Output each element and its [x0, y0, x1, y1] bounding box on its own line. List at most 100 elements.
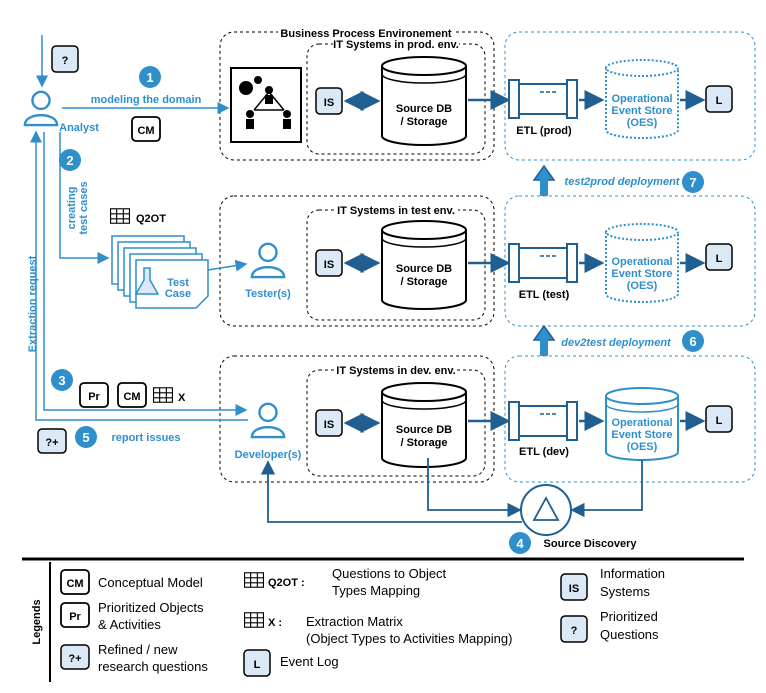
- step2-badge: [59, 149, 81, 171]
- is-node-test-label: IS: [324, 259, 334, 271]
- it-dev-box: [306, 369, 486, 477]
- log-node-dev: [705, 405, 733, 433]
- pr-badge: [79, 382, 109, 408]
- etl-dev-pipe: [508, 401, 578, 441]
- oes-test-line3: (OES): [627, 280, 658, 292]
- test-case-stack: [111, 235, 209, 309]
- legend-pr-badge: [60, 602, 90, 628]
- it-test-box: [306, 209, 486, 321]
- is-node-prod-label: IS: [324, 97, 334, 109]
- legend-q-text-2: Questions: [600, 627, 659, 642]
- legend-qplus-text-1: Refined / new: [98, 642, 178, 657]
- legend-q2ot-text-2: Types Mapping: [332, 583, 420, 598]
- cm-badge: [131, 116, 161, 142]
- source-db-dev-line2: / Storage: [400, 437, 447, 449]
- legend-pr-text-2: & Activities: [98, 617, 161, 632]
- business-env-dev-box: [219, 355, 495, 483]
- legend-pr-badge-label: Pr: [69, 611, 81, 623]
- tester-label: Tester(s): [245, 288, 291, 300]
- source-db-test-line2: / Storage: [400, 276, 447, 288]
- legend-q2ot-badge: Q2OT :: [268, 577, 305, 589]
- cm-badge-label: CM: [137, 125, 154, 137]
- is-node-prod: [315, 87, 343, 115]
- triangle-icon: [532, 496, 560, 521]
- step4-badge: [509, 532, 531, 554]
- oes-dev-line3: (OES): [627, 441, 658, 453]
- oes-test-line1: Operational: [611, 256, 672, 268]
- x-label: X: [178, 392, 186, 404]
- source-db-test-line1: Source DB: [396, 263, 452, 275]
- oes-dev-line2: Event Store: [611, 429, 672, 441]
- legend-is-text-2: Systems: [600, 584, 650, 599]
- log-node-prod: [705, 85, 733, 113]
- is-node-test: [315, 249, 343, 277]
- test-case-line1: Test: [167, 277, 189, 289]
- source-db-prod: [381, 56, 467, 146]
- etl-prod-label: ETL (prod): [516, 125, 572, 137]
- legend-l-badge: [243, 649, 271, 677]
- step4-number: 4: [516, 536, 524, 551]
- deploy-arrow-test2prod: [532, 164, 556, 196]
- it-dev-title: IT Systems in dev. env.: [336, 365, 455, 377]
- oes-prod: [605, 59, 679, 139]
- legend-x-grid-icon: [244, 612, 264, 628]
- legend-q-text-1: Prioritized: [600, 609, 658, 624]
- legend-qplus-text-2: research questions: [98, 659, 208, 674]
- source-db-dev-line1: Source DB: [396, 424, 452, 436]
- q2ot-grid-icon: [110, 208, 130, 224]
- step3-label: Extraction request: [27, 255, 39, 352]
- analyst-icon: [23, 90, 59, 127]
- step1-number: 1: [146, 70, 153, 85]
- step7-label: test2prod deployment: [565, 176, 681, 188]
- log-node-prod-label: L: [716, 95, 723, 107]
- test-case-line2: Case: [165, 288, 191, 300]
- oes-test-line2: Event Store: [611, 268, 672, 280]
- legend-x-text-2: (Object Types to Activities Mapping): [306, 631, 512, 646]
- step5-badge: [75, 426, 97, 448]
- step3-badge: [51, 369, 73, 391]
- etl-test-label: ETL (test): [519, 289, 570, 301]
- is-node-dev-label: IS: [324, 419, 334, 431]
- legend-qplus-badge: [60, 644, 90, 670]
- legend-q-badge-label: ?: [571, 625, 578, 637]
- deploy-arrow-dev2test: [532, 324, 556, 356]
- tester-icon: [250, 242, 286, 279]
- legend-pr-text-1: Prioritized Objects: [98, 600, 204, 615]
- legend-x-text-1: Extraction Matrix: [306, 614, 403, 629]
- x-grid-icon: [153, 387, 173, 403]
- developer-label: Developer(s): [235, 449, 302, 461]
- legend-cm-badge: [60, 569, 90, 595]
- oes-prod-line2: Event Store: [611, 105, 672, 117]
- legend-cm-badge-label: CM: [66, 578, 83, 590]
- step1-badge: [139, 66, 161, 88]
- oes-dev-line1: Operational: [611, 417, 672, 429]
- step2-label-line2: test cases: [78, 181, 90, 234]
- legend-x-badge: X :: [268, 617, 282, 629]
- it-test-title: IT Systems in test env.: [337, 205, 455, 217]
- step2-number: 2: [66, 153, 73, 168]
- etl-test-pipe: [508, 243, 578, 283]
- qplus-badge-label: ?+: [45, 437, 58, 449]
- legend-q2ot-grid-icon: [244, 572, 264, 588]
- question-badge-label: ?: [62, 55, 69, 67]
- step6-number: 6: [689, 334, 696, 349]
- collaboration-icon: [230, 67, 302, 143]
- etl-dev-label: ETL (dev): [519, 446, 569, 458]
- step5-number: 5: [82, 430, 89, 445]
- is-node-dev: [315, 409, 343, 437]
- step6-label: dev2test deployment: [561, 337, 672, 349]
- developer-icon: [250, 402, 286, 439]
- oes-dev: [605, 387, 679, 461]
- it-prod-box: [306, 43, 486, 155]
- step5-label: report issues: [111, 432, 180, 444]
- legend-qplus-badge-label: ?+: [68, 653, 81, 665]
- log-node-dev-label: L: [716, 415, 723, 427]
- oes-prod-line1: Operational: [611, 93, 672, 105]
- etl-prod-env-box: [504, 31, 756, 161]
- cm-badge-step3: [117, 382, 147, 408]
- source-db-test: [381, 220, 467, 310]
- qplus-badge: [37, 428, 67, 454]
- source-db-prod-line1: Source DB: [396, 103, 452, 115]
- etl-prod-pipe: [508, 79, 578, 119]
- step7-badge: [682, 171, 704, 193]
